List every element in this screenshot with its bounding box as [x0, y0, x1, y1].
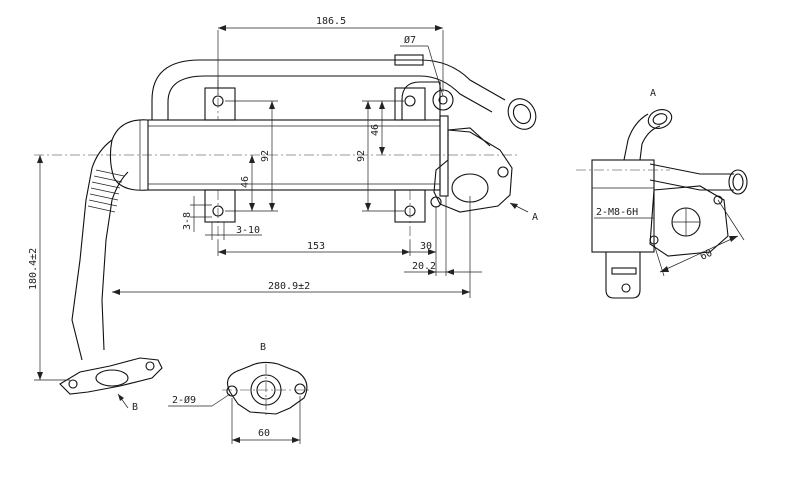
inlet-pipe: [59, 139, 163, 395]
side-body: [591, 159, 655, 253]
bottom-mount-tab-left: [204, 189, 236, 240]
dim-hole-7: Ø7: [404, 34, 416, 46]
detail-view-b: B 2-Ø9 60: [168, 342, 312, 444]
dim-180-4: 180.4±2: [28, 248, 39, 290]
left-end-cap: [109, 119, 149, 191]
top-mount-tab-right: [394, 87, 426, 121]
side-view-a: A 2-M8-6H 60: [576, 88, 748, 299]
dim-280-9: 280.9±2: [268, 281, 310, 292]
dim-46-right: 46: [370, 124, 381, 136]
dim-92-left: 92: [260, 150, 271, 162]
dim-3-8: 3-8: [182, 212, 193, 230]
right-end-plate: [439, 115, 449, 197]
dim-92-right: 92: [356, 150, 367, 162]
dim-153: 153: [307, 241, 325, 252]
top-mount-tab-left: [204, 80, 236, 121]
view-a-label-side: A: [650, 88, 656, 99]
main-view: [34, 54, 537, 395]
upper-elbow: [401, 81, 441, 120]
view-b-label-main: B: [132, 402, 138, 413]
right-flange: [430, 127, 513, 213]
dim-flange-holes: 2-Ø9: [172, 394, 196, 406]
dim-flange-60: 60: [258, 428, 270, 439]
top-pipe: [151, 59, 506, 120]
dim-3-10: 3-10: [236, 225, 260, 236]
flange-b-outline: [227, 361, 308, 415]
view-a-label-main: A: [532, 212, 538, 223]
dim-186-5: 186.5: [316, 16, 346, 27]
dim-side-60: 60: [699, 248, 715, 263]
view-b-label-detail: B: [260, 342, 266, 353]
dimensions-main: 186.5 Ø7 92 46 92 46 3-8: [28, 16, 538, 413]
bottom-mount-tab-right: [394, 189, 426, 240]
dim-20-2: 20.2: [412, 261, 436, 272]
dim-30: 30: [420, 241, 432, 252]
dim-thread: 2-M8-6H: [596, 207, 638, 218]
dim-46-left: 46: [240, 176, 251, 188]
